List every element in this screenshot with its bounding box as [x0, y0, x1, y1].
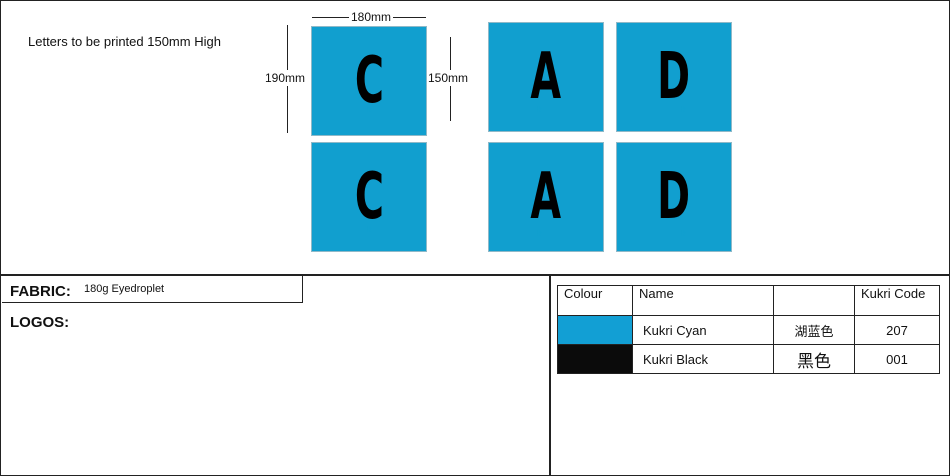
patch-letter: D	[657, 160, 691, 234]
section-divider	[0, 274, 950, 276]
patch-a-top: A k	[488, 22, 604, 132]
patch-letter: D	[657, 40, 691, 114]
colour-chinese-name: 黑色	[773, 344, 855, 374]
fabric-box	[2, 275, 303, 303]
header-colour: Colour	[557, 285, 633, 316]
column-divider	[549, 275, 551, 475]
header-name: Name	[632, 285, 774, 316]
table-row: Kukri Cyan 湖蓝色 207	[557, 315, 940, 345]
patch-letter: A	[530, 160, 562, 234]
letter-height-label: 150mm	[428, 70, 469, 86]
patch-c-bottom: C k	[311, 142, 427, 252]
kukri-logo-mark: k	[367, 105, 373, 114]
width-dimension-label: 180mm	[349, 10, 394, 24]
kukri-logo-mark: k	[367, 225, 373, 234]
colour-name: Kukri Black	[632, 344, 774, 374]
colour-swatch	[557, 344, 633, 374]
kukri-logo-mark: k	[537, 105, 543, 114]
patch-letter: A	[530, 40, 562, 114]
colour-swatch	[557, 315, 633, 345]
height-dimension-label: 190mm	[265, 70, 306, 86]
patch-c-top: C k	[311, 26, 427, 136]
colour-code: 207	[854, 315, 940, 345]
colour-name: Kukri Cyan	[632, 315, 774, 345]
fabric-value: 180g Eyedroplet	[84, 283, 165, 295]
swatch-fill	[558, 345, 632, 373]
header-kukri-code: Kukri Code	[854, 285, 940, 316]
swatch-fill	[558, 316, 632, 344]
patch-d-top: D k	[616, 22, 732, 132]
header-blank	[773, 285, 855, 316]
kukri-logo-mark: k	[537, 229, 543, 238]
colour-code: 001	[854, 344, 940, 374]
colour-table-header: Colour Name Kukri Code	[557, 285, 940, 316]
colour-table: Colour Name Kukri Code Kukri Cyan 湖蓝色 20…	[557, 285, 940, 374]
table-row: Kukri Black 黑色 001	[557, 344, 940, 374]
patch-d-bottom: D k	[616, 142, 732, 252]
patch-a-bottom: A k	[488, 142, 604, 252]
kukri-logo-mark: k	[681, 229, 687, 238]
colour-chinese-name: 湖蓝色	[773, 315, 855, 345]
kukri-logo-mark: k	[681, 105, 687, 114]
patch-letter: C	[354, 44, 384, 118]
fabric-label: FABRIC:	[10, 283, 71, 300]
logos-label: LOGOS:	[10, 314, 70, 331]
patch-letter: C	[354, 160, 384, 234]
print-note: Letters to be printed 150mm High	[28, 34, 221, 49]
